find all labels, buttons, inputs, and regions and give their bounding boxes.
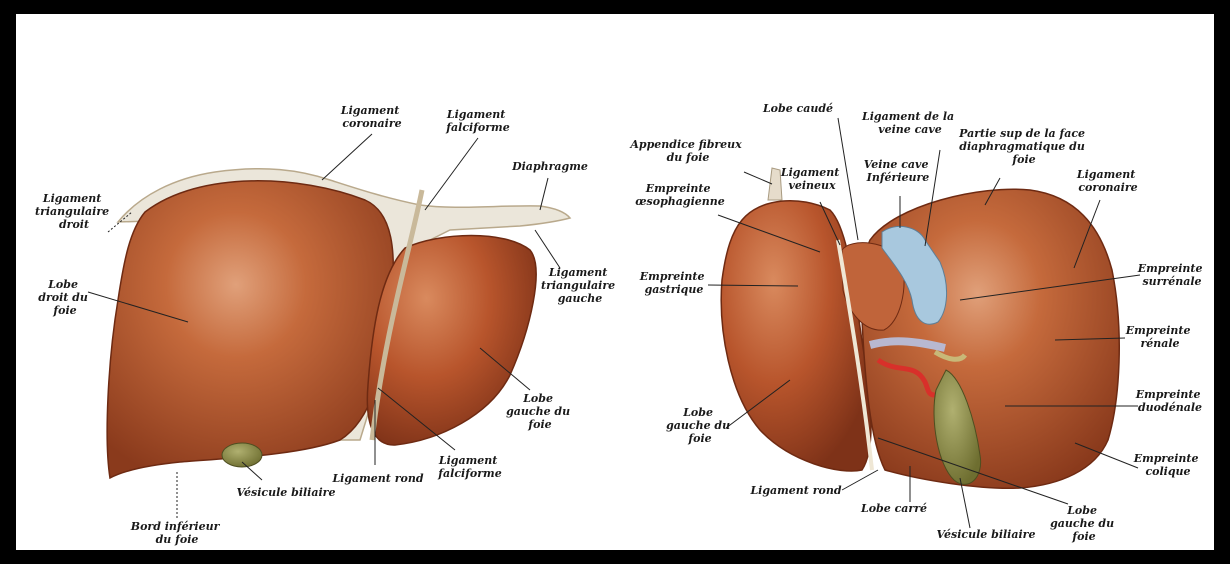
label-emp-renale: Empreinte rénale xyxy=(1125,324,1195,350)
label-vesicule: Vésicule biliaire xyxy=(237,486,336,499)
label-lig-veineux: Ligament veineux xyxy=(780,166,843,192)
label-vesicule-right: Vésicule biliaire xyxy=(937,528,1036,541)
leader-diaphragme xyxy=(540,178,548,210)
label-bord-inferieur: Bord inférieur du foie xyxy=(130,520,223,546)
label-lobe-gauche-bottom: Lobe gauche du foie xyxy=(1050,504,1118,543)
label-lig-falciforme-bottom: Ligament falciforme xyxy=(437,454,501,480)
label-lobe-droit: Lobe droit du foie xyxy=(38,278,91,317)
label-emp-oeso: Empreinte œsophagienne xyxy=(635,182,725,208)
label-lobe-gauche-right: Lobe gauche du foie xyxy=(666,406,734,445)
label-lobe-carre: Lobe carré xyxy=(860,502,927,515)
label-diaphragme: Diaphragme xyxy=(511,160,588,173)
label-emp-colique: Empreinte colique xyxy=(1133,452,1203,478)
leader-lig-tri-gauche xyxy=(535,230,560,268)
label-lig-falciforme-top: Ligament falciforme xyxy=(445,108,509,134)
label-lig-tri-droit: Ligament triangulaire droit xyxy=(35,192,113,231)
label-lig-rond: Ligament rond xyxy=(331,472,423,485)
leader-lig-falciforme-top xyxy=(425,138,478,210)
leader-lig-rond xyxy=(842,470,878,490)
leader-lobe-caude xyxy=(838,118,858,240)
label-lig-tri-gauche: Ligament triangulaire gauche xyxy=(541,266,619,305)
visceral-left-lobe-shape xyxy=(721,201,871,471)
label-lig-veine-cave: Ligament de la veine cave xyxy=(861,110,958,136)
label-emp-surrenale: Empreinte surrénale xyxy=(1137,262,1207,288)
label-emp-gastrique: Empreinte gastrique xyxy=(639,270,709,296)
label-emp-duodenale: Empreinte duodénale xyxy=(1135,388,1205,414)
label-lig-rond-right: Ligament rond xyxy=(749,484,841,497)
label-lig-coronaire: Ligament coronaire xyxy=(340,104,403,130)
label-appendice: Appendice fibreux du foie xyxy=(629,138,745,164)
label-lobe-gauche: Lobe gauche du foie xyxy=(506,392,574,431)
label-lig-coronaire-right: Ligament coronaire xyxy=(1076,168,1139,194)
label-partie-sup: Partie sup de la face diaphragmatique du… xyxy=(958,127,1089,166)
label-lobe-caude: Lobe caudé xyxy=(762,102,833,115)
label-veine-cave-inf: Veine cave Inférieure xyxy=(864,158,933,184)
leader-lig-coronaire xyxy=(322,134,372,180)
gallbladder-shape xyxy=(222,443,262,467)
leader-appendice xyxy=(744,172,772,184)
